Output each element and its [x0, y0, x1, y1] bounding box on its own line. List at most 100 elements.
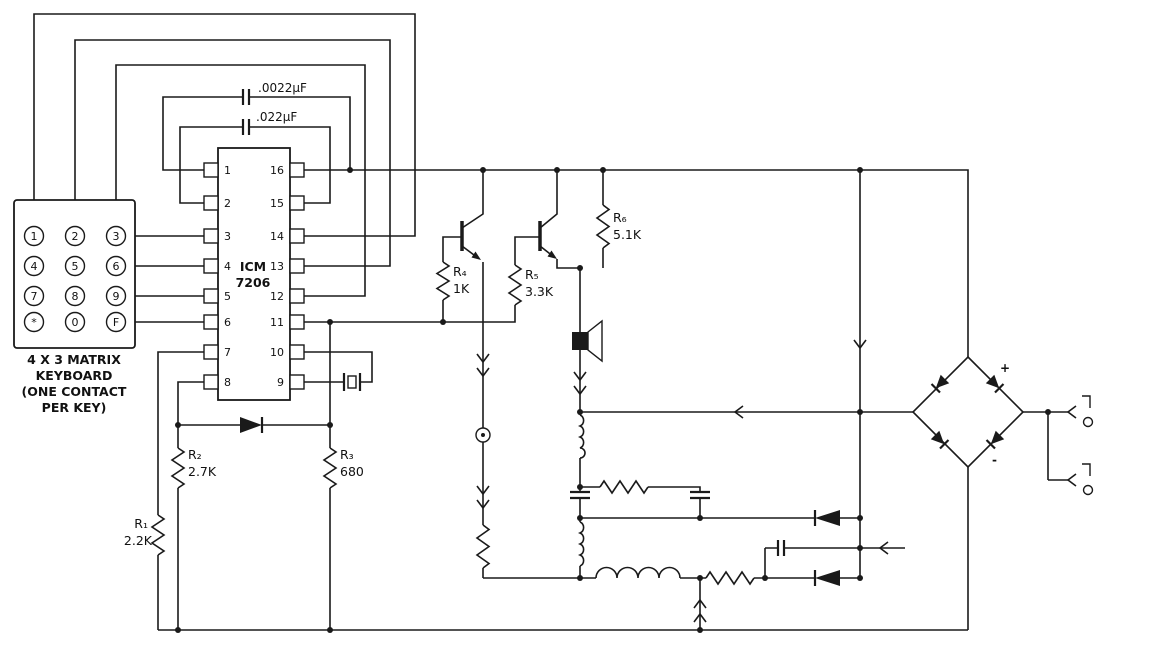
resistor-R2-value: 2.7K — [188, 464, 217, 479]
resistor-R1-value: 2.2K — [124, 533, 153, 548]
capacitor-filter-1 — [570, 490, 590, 500]
key-label: 7 — [31, 290, 38, 303]
diode-keypad — [240, 417, 264, 433]
ic-pin — [289, 228, 305, 244]
resistor-R4-value: 1K — [453, 281, 470, 296]
speaker-symbol — [572, 319, 603, 363]
jack-arrow-icon — [1066, 473, 1077, 487]
pin-number: 13 — [270, 260, 284, 273]
arrow-down-icon — [573, 385, 587, 396]
pin-number: 12 — [270, 290, 284, 303]
keypad-key: 1 2 3 4 5 6 7 8 9 * 0 F — [23, 225, 127, 333]
ic-name-line2: 7206 — [236, 275, 271, 290]
arrow-down-icon — [476, 367, 490, 378]
ic-pin — [203, 195, 219, 211]
bridge-diode — [930, 430, 950, 450]
key-label: 1 — [31, 230, 38, 243]
arrow-down-icon — [853, 339, 867, 350]
junction-dots — [175, 167, 1051, 633]
arrow-down-icon — [573, 371, 587, 382]
ic-pin — [203, 228, 219, 244]
indicator-lamp-symbol — [475, 427, 491, 443]
resistor-unlabeled-vertical — [475, 524, 491, 569]
ic-pin — [203, 162, 219, 178]
pin-number: 6 — [224, 316, 231, 329]
inductor-L3 — [595, 566, 681, 579]
keypad-caption-line: PER KEY) — [42, 400, 107, 415]
resistor-R6-symbol: R₆ 5.1K — [595, 204, 642, 249]
keypad-outline — [13, 199, 136, 349]
inductor-L2 — [578, 521, 585, 567]
pin-number: 10 — [270, 346, 284, 359]
ic-pin — [289, 314, 305, 330]
key-label: 0 — [72, 316, 79, 329]
key-label: 4 — [31, 260, 38, 273]
resistor-R6-ref: R₆ — [613, 210, 627, 225]
pin-number: 9 — [277, 376, 284, 389]
resistor-R5-symbol: R₅ 3.3K — [507, 264, 554, 306]
resistor-unlabeled-horizontal-1 — [599, 479, 649, 495]
resistor-R2-symbol: R₂ 2.7K — [170, 447, 217, 489]
resistor-R2-ref: R₂ — [188, 447, 202, 462]
phone-jack-1 — [1066, 395, 1094, 428]
resistor-R1-symbol: R₁ 2.2K — [124, 514, 166, 556]
resistor-R1-ref: R₁ — [134, 516, 148, 531]
ic-pin — [289, 344, 305, 360]
pin-number: 14 — [270, 230, 284, 243]
ic-pin — [289, 162, 305, 178]
resistor-unlabeled-horizontal-2 — [705, 570, 755, 586]
capacitor-c1-symbol: .0022µF — [241, 81, 307, 105]
resistor-R3-symbol: R₃ 680 — [322, 447, 364, 489]
ic-pins — [203, 162, 305, 390]
arrow-up-icon — [693, 612, 707, 623]
capacitor-c2-label: .022µF — [256, 110, 297, 124]
phone-jack-2 — [1066, 463, 1094, 496]
bridge-diode — [985, 430, 1005, 450]
key-label: 3 — [113, 230, 120, 243]
pin-number: 5 — [224, 290, 231, 303]
resistor-R4-symbol: R₄ 1K — [435, 261, 470, 301]
pin-number: 15 — [270, 197, 284, 210]
inductor-L1 — [578, 414, 586, 459]
emitter-arrow — [547, 250, 557, 259]
resistor-R3-value: 680 — [340, 464, 364, 479]
arrow-up-icon — [693, 598, 707, 609]
jack-arrow-icon — [1066, 405, 1077, 419]
key-label: 8 — [72, 290, 79, 303]
ic-name-line1: ICM — [240, 259, 266, 274]
resistor-R5-ref: R₅ — [525, 267, 539, 282]
ic-pin — [289, 195, 305, 211]
arrow-left-icon — [878, 541, 889, 555]
arrow-down-icon — [476, 499, 490, 510]
resistor-R5-value: 3.3K — [525, 284, 554, 299]
connector-arrows — [476, 339, 889, 623]
capacitor-filter-3 — [776, 540, 786, 556]
capacitor-c2-symbol: .022µF — [241, 110, 297, 135]
ic-pin — [289, 374, 305, 390]
ic-pin — [289, 288, 305, 304]
key-label: 6 — [113, 260, 120, 273]
capacitor-filter-2 — [690, 490, 710, 500]
bridge-plus-label: + — [1000, 361, 1010, 375]
wire-network — [33, 13, 1068, 631]
pin-number: 1 — [224, 164, 231, 177]
key-label: 2 — [72, 230, 79, 243]
ic-icm7206: 1 2 3 4 5 6 7 8 16 15 14 13 12 11 10 9 I… — [203, 147, 305, 401]
key-label: * — [31, 316, 37, 329]
pin-number: 8 — [224, 376, 231, 389]
key-label: 9 — [113, 290, 120, 303]
key-label: 5 — [72, 260, 79, 273]
ic-pin — [203, 344, 219, 360]
bridge-diode — [985, 374, 1005, 394]
ic-body — [217, 147, 291, 401]
pin-number: 7 — [224, 346, 231, 359]
ic-pin-numbers: 1 2 3 4 5 6 7 8 16 15 14 13 12 11 10 9 — [224, 164, 284, 389]
ic-pin — [203, 314, 219, 330]
matrix-keyboard: 1 2 3 4 5 6 7 8 9 * 0 F 4 X 3 MATRIX KEY… — [13, 199, 136, 415]
keypad-caption: 4 X 3 MATRIX KEYBOARD (ONE CONTACT PER K… — [22, 352, 127, 415]
resistor-R3-ref: R₃ — [340, 447, 354, 462]
crystal-symbol — [342, 373, 362, 391]
arrow-down-icon — [476, 353, 490, 364]
